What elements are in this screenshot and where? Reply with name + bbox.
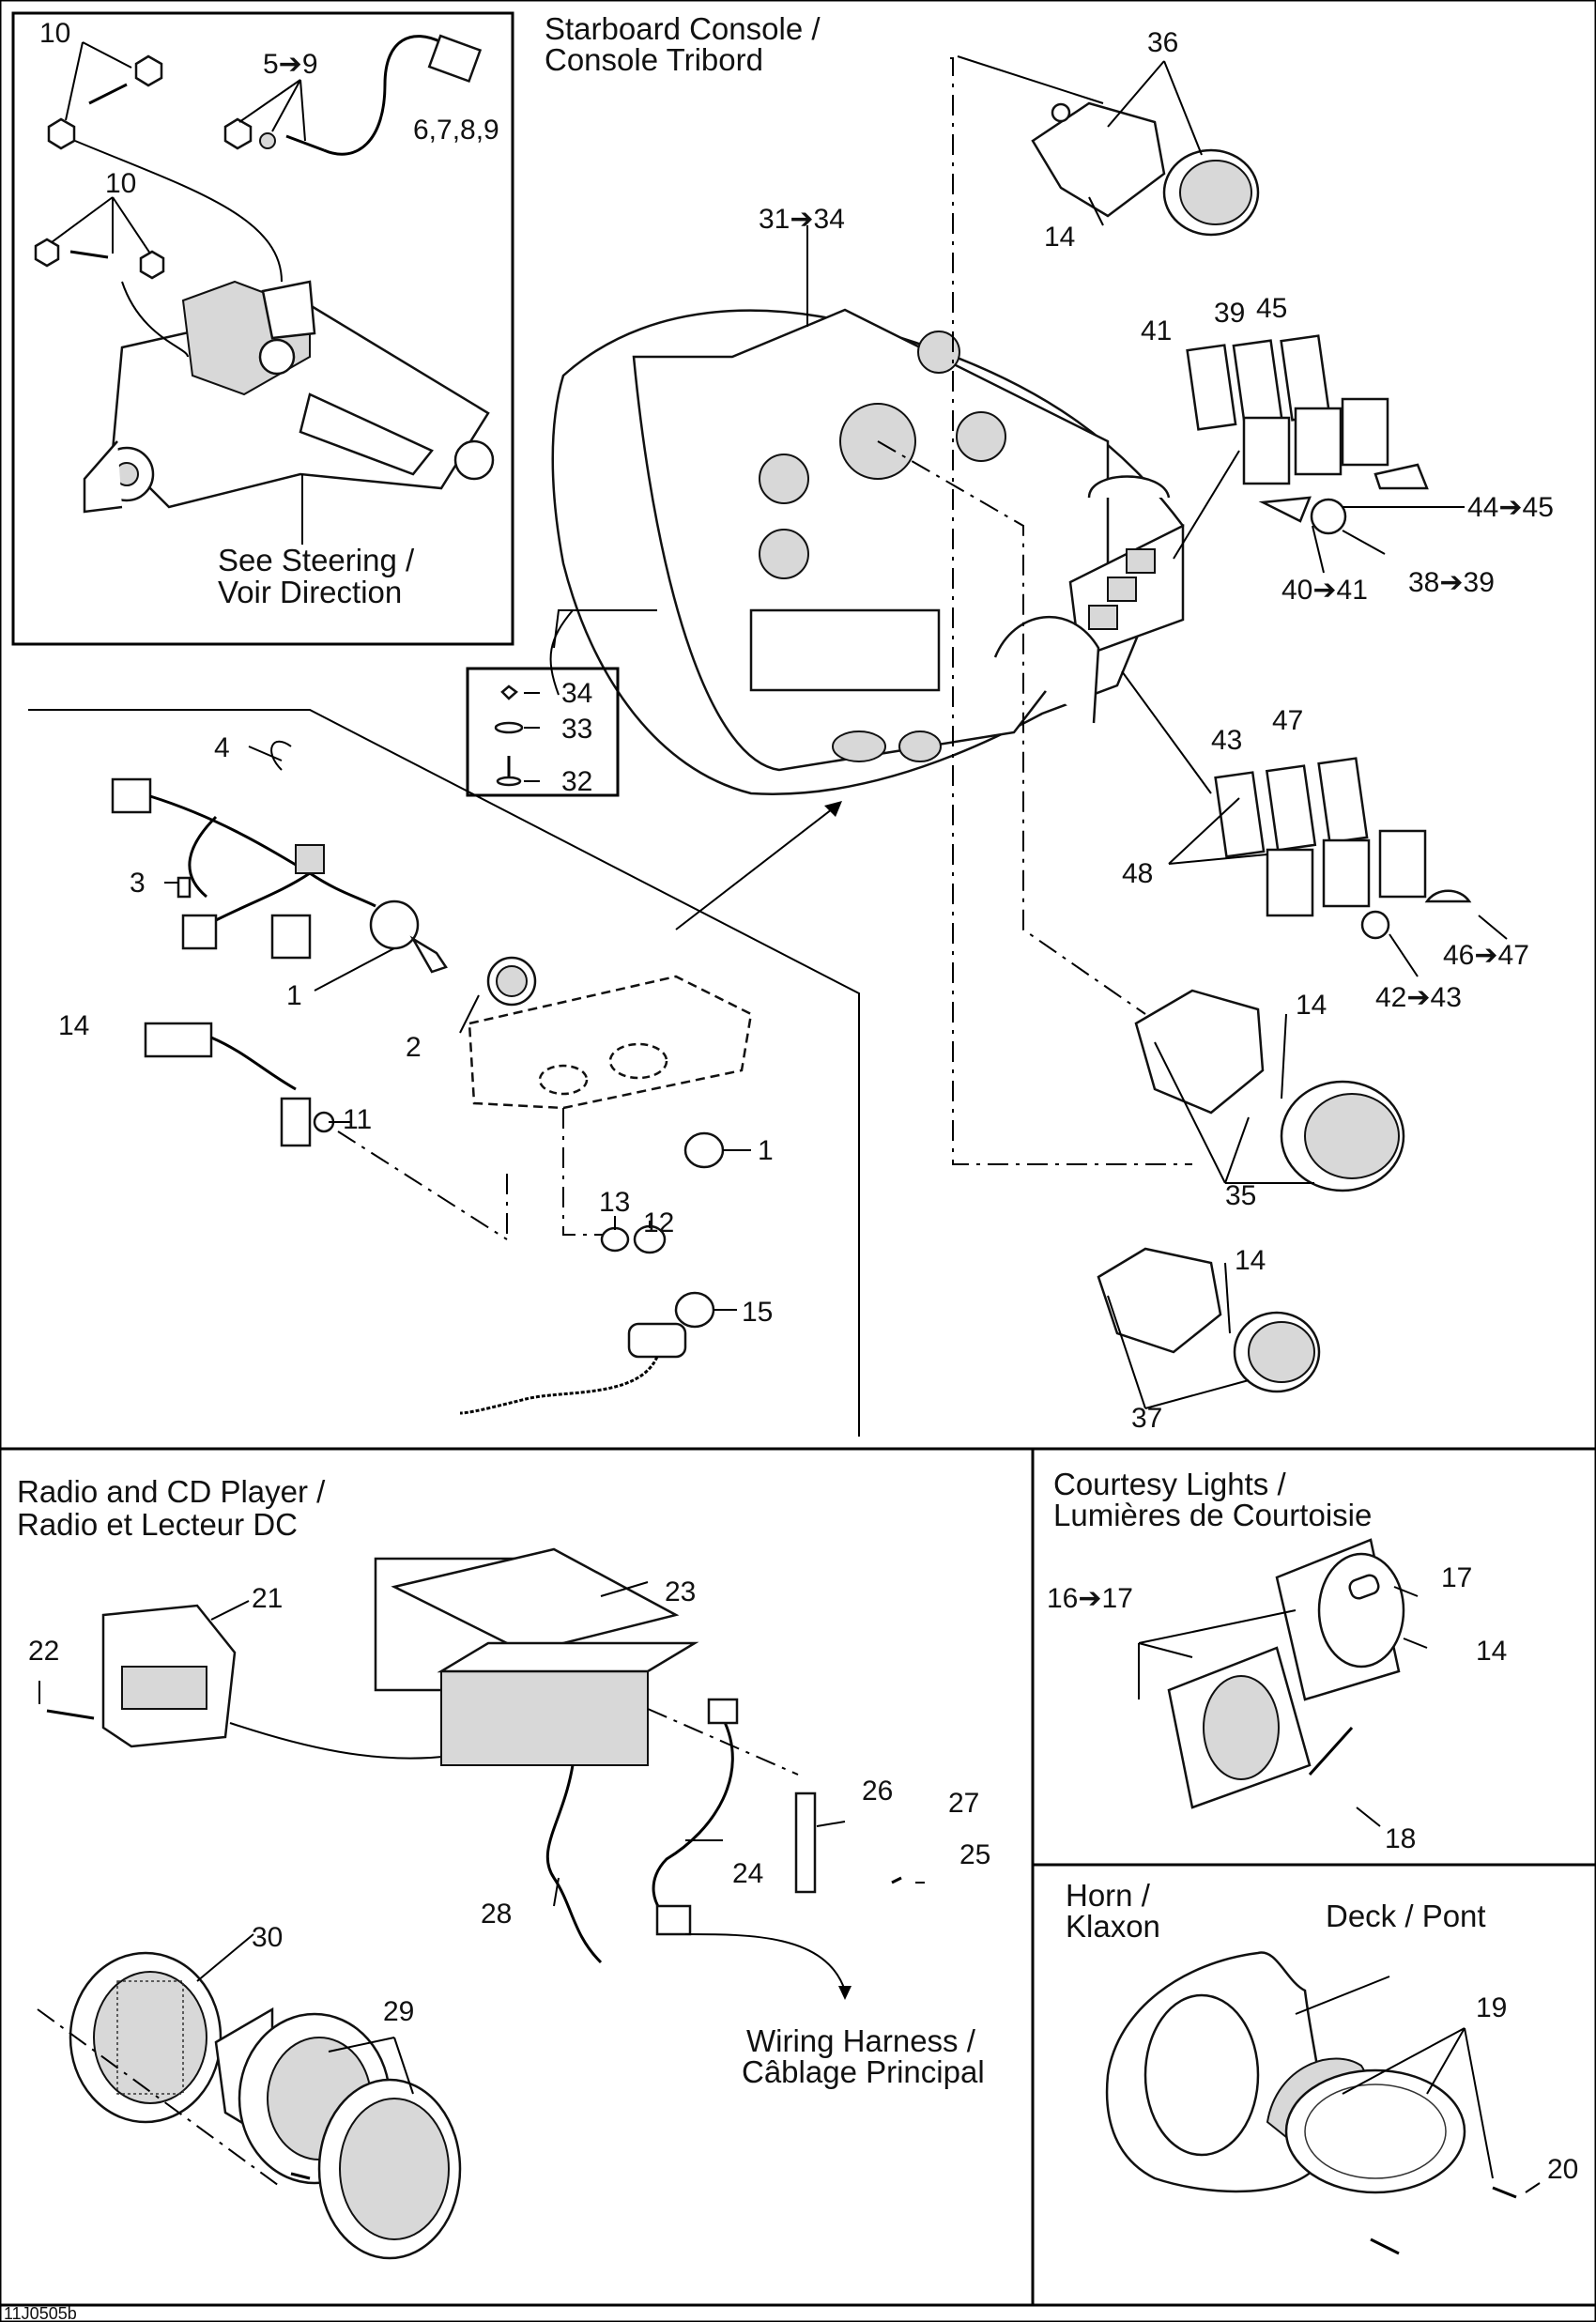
label-47: 47 xyxy=(1272,705,1303,736)
wiring-harness-note-fr: Câblage Principal xyxy=(742,2054,985,2089)
label-32: 32 xyxy=(561,766,592,797)
label-15: 15 xyxy=(742,1297,773,1328)
label-19: 19 xyxy=(1476,1992,1507,2023)
horn-drawing xyxy=(1105,1951,1541,2255)
label-17: 17 xyxy=(1441,1562,1472,1593)
switch-kit-top xyxy=(1186,334,1465,574)
label-14c: 14 xyxy=(1296,990,1327,1021)
title-radio: Radio and CD Player / xyxy=(17,1474,326,1509)
switch-kit-bottom xyxy=(1168,757,1508,977)
label-41: 41 xyxy=(1141,315,1172,346)
label-33: 33 xyxy=(561,714,592,745)
label-14e: 14 xyxy=(1476,1636,1507,1667)
label-23: 23 xyxy=(665,1576,696,1607)
label-46-47: 46➔47 xyxy=(1443,940,1529,971)
label-21: 21 xyxy=(252,1583,283,1614)
label-14d: 14 xyxy=(1235,1245,1266,1276)
label-11: 11 xyxy=(343,1104,372,1135)
steering-assembly-drawing xyxy=(34,34,495,545)
figure-code: 11J0505b xyxy=(4,2304,77,2322)
label-45: 45 xyxy=(1256,293,1287,324)
label-26: 26 xyxy=(862,1776,893,1807)
label-28: 28 xyxy=(481,1899,512,1930)
hardware-box xyxy=(466,667,620,797)
label-38-39: 38➔39 xyxy=(1408,567,1495,598)
part-labels: 10 5➔9 6,7,8,9 10 36 31➔34 14 39 45 41 4… xyxy=(28,18,1578,2185)
title-starboard-console-fr: Console Tribord xyxy=(545,42,763,77)
label-37: 37 xyxy=(1131,1403,1162,1434)
wiring-harness-note: Wiring Harness / xyxy=(746,2023,976,2058)
label-22: 22 xyxy=(28,1636,59,1667)
see-steering-note-fr: Voir Direction xyxy=(218,575,402,609)
label-10b: 10 xyxy=(105,168,136,199)
gauge-36 xyxy=(1031,60,1260,237)
title-horn-fr: Klaxon xyxy=(1066,1909,1160,1944)
label-20: 20 xyxy=(1547,2154,1578,2185)
label-43: 43 xyxy=(1211,725,1242,756)
label-14a: 14 xyxy=(1044,222,1075,253)
radio-drawing xyxy=(38,1547,925,2000)
label-12: 12 xyxy=(643,1207,674,1238)
gauge-37 xyxy=(1097,1247,1321,1409)
safety-lanyard xyxy=(459,1216,737,1415)
see-steering-note: See Steering / xyxy=(218,543,415,577)
title-courtesy-lights-fr: Lumières de Courtoisie xyxy=(1053,1498,1372,1532)
label-44-45: 44➔45 xyxy=(1467,492,1554,523)
label-10a: 10 xyxy=(39,18,70,49)
gauge-35 xyxy=(1134,989,1405,1192)
label-31-34: 31➔34 xyxy=(759,204,845,235)
title-courtesy-lights: Courtesy Lights / xyxy=(1053,1467,1286,1501)
label-1b: 1 xyxy=(758,1135,774,1166)
label-27: 27 xyxy=(948,1788,979,1819)
label-42-43: 42➔43 xyxy=(1375,982,1462,1013)
label-40-41: 40➔41 xyxy=(1281,575,1368,606)
label-29: 29 xyxy=(383,1996,414,2027)
label-34: 34 xyxy=(561,678,592,709)
label-4: 4 xyxy=(214,732,230,763)
label-13: 13 xyxy=(599,1187,630,1218)
label-5-9: 5➔9 xyxy=(263,49,318,80)
label-6789: 6,7,8,9 xyxy=(413,115,499,146)
console-leader-lines xyxy=(549,55,1240,1165)
title-starboard-console: Starboard Console / xyxy=(545,11,821,46)
label-30: 30 xyxy=(252,1922,283,1953)
label-16-17: 16➔17 xyxy=(1047,1583,1133,1614)
label-39: 39 xyxy=(1214,298,1245,329)
label-2: 2 xyxy=(406,1032,422,1063)
panel-and-switch xyxy=(144,975,753,1240)
speakers-drawing xyxy=(37,1933,462,2260)
deck-label: Deck / Pont xyxy=(1326,1899,1486,1933)
label-48: 48 xyxy=(1122,858,1153,889)
sub-area-outline xyxy=(28,709,860,1437)
label-25: 25 xyxy=(959,1839,990,1870)
section-titles: Starboard Console / Console Tribord See … xyxy=(17,11,1486,2089)
label-24: 24 xyxy=(732,1858,763,1889)
title-horn: Horn / xyxy=(1066,1878,1151,1913)
label-18: 18 xyxy=(1385,1823,1416,1854)
label-14b: 14 xyxy=(58,1010,89,1041)
label-3: 3 xyxy=(130,868,146,899)
steering-inset-frame xyxy=(11,11,514,646)
label-1a: 1 xyxy=(286,980,302,1011)
starboard-console-drawing xyxy=(551,308,1185,795)
courtesy-light-drawing xyxy=(1138,1538,1428,1827)
harness-and-key-switch xyxy=(111,740,537,1034)
label-36: 36 xyxy=(1147,27,1178,58)
title-radio-fr: Radio et Lecteur DC xyxy=(17,1507,298,1542)
label-35: 35 xyxy=(1225,1180,1256,1211)
